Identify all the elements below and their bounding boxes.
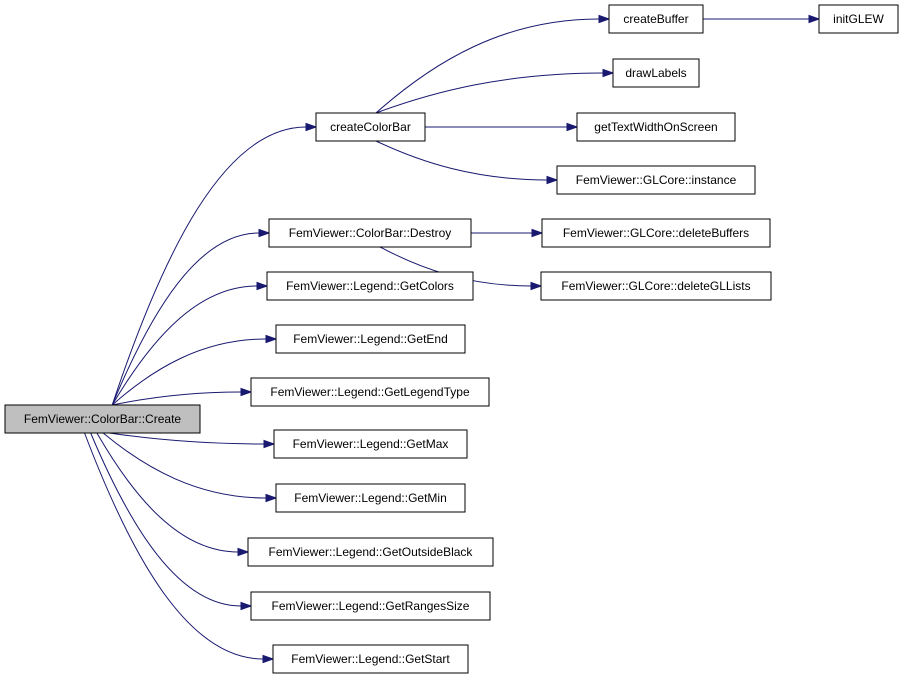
node-label: FemViewer::Legend::GetRangesSize bbox=[272, 599, 470, 613]
edge-create-to-getMax bbox=[109, 432, 276, 449]
arrowhead bbox=[598, 14, 611, 24]
node-label: FemViewer::Legend::GetMin bbox=[294, 491, 447, 505]
node-glcore-delete-gllists[interactable]: FemViewer::GLCore::deleteGLLists bbox=[540, 271, 772, 301]
call-edges bbox=[84, 14, 821, 664]
node-legend-get-colors[interactable]: FemViewer::Legend::GetColors bbox=[266, 271, 474, 301]
node-label: FemViewer::ColorBar::Create bbox=[24, 412, 181, 426]
node-label: FemViewer::ColorBar::Destroy bbox=[289, 226, 452, 240]
arrowhead bbox=[566, 122, 579, 132]
node-init-glew[interactable]: initGLEW bbox=[818, 4, 899, 34]
node-draw-labels[interactable]: drawLabels bbox=[612, 58, 700, 88]
node-legend-get-outside-black[interactable]: FemViewer::Legend::GetOutsideBlack bbox=[247, 537, 494, 567]
node-label: FemViewer::Legend::GetLegendType bbox=[270, 385, 470, 399]
node-label: getTextWidthOnScreen bbox=[594, 120, 717, 134]
edge-createColorBar-to-glcoreInstance bbox=[375, 140, 559, 185]
node-label: FemViewer::GLCore::deleteGLLists bbox=[561, 279, 750, 293]
node-legend-get-ranges-size[interactable]: FemViewer::Legend::GetRangesSize bbox=[250, 591, 491, 621]
node-colorbar-create[interactable]: FemViewer::ColorBar::Create bbox=[4, 404, 201, 434]
arrowhead bbox=[262, 654, 275, 664]
node-label: FemViewer::GLCore::deleteBuffers bbox=[563, 226, 749, 240]
edge-create-to-getOutsideBlack bbox=[96, 432, 250, 557]
edge-create-to-getColors bbox=[111, 281, 269, 406]
node-legend-get-end[interactable]: FemViewer::Legend::GetEnd bbox=[275, 324, 466, 354]
arrowhead bbox=[602, 68, 615, 78]
edge-create-to-getMin bbox=[102, 432, 278, 503]
edge-createColorBar-to-drawLabels bbox=[375, 68, 615, 114]
edge-createColorBar-to-getTextWidthOnScreen bbox=[425, 122, 579, 132]
node-legend-get-min[interactable]: FemViewer::Legend::GetMin bbox=[275, 483, 466, 513]
node-label: FemViewer::Legend::GetStart bbox=[291, 652, 450, 666]
arrowhead bbox=[258, 228, 271, 238]
node-create-buffer[interactable]: createBuffer bbox=[608, 4, 704, 34]
edge-create-to-createColorBar bbox=[111, 122, 318, 406]
edge-destroy-to-deleteBuffers bbox=[471, 228, 544, 238]
edge-create-to-getLegendType bbox=[112, 387, 253, 406]
node-create-color-bar[interactable]: createColorBar bbox=[315, 112, 426, 142]
node-label: FemViewer::Legend::GetMax bbox=[293, 437, 449, 451]
arrowhead bbox=[305, 122, 318, 132]
node-label: createColorBar bbox=[330, 120, 411, 134]
edge-createBuffer-to-initGLEW bbox=[703, 14, 821, 24]
arrowhead bbox=[237, 547, 250, 557]
node-label: initGLEW bbox=[833, 12, 884, 26]
edge-createColorBar-to-createBuffer bbox=[375, 14, 611, 114]
node-label: FemViewer::Legend::GetColors bbox=[286, 279, 454, 293]
node-colorbar-destroy[interactable]: FemViewer::ColorBar::Destroy bbox=[268, 218, 472, 248]
edge-create-to-destroy bbox=[111, 228, 271, 406]
arrowhead bbox=[265, 493, 278, 503]
node-label: FemViewer::Legend::GetEnd bbox=[293, 332, 448, 346]
arrowhead bbox=[240, 387, 253, 397]
node-legend-get-max[interactable]: FemViewer::Legend::GetMax bbox=[273, 429, 468, 459]
arrowhead bbox=[256, 281, 269, 291]
node-legend-get-start[interactable]: FemViewer::Legend::GetStart bbox=[272, 644, 469, 674]
node-label: drawLabels bbox=[625, 66, 686, 80]
arrowhead bbox=[530, 281, 543, 291]
arrowhead bbox=[263, 439, 276, 449]
node-glcore-instance[interactable]: FemViewer::GLCore::instance bbox=[556, 165, 756, 195]
node-glcore-delete-buffers[interactable]: FemViewer::GLCore::deleteBuffers bbox=[541, 218, 771, 248]
node-label: FemViewer::GLCore::instance bbox=[576, 173, 737, 187]
node-legend-get-legend-type[interactable]: FemViewer::Legend::GetLegendType bbox=[250, 377, 490, 407]
arrowhead bbox=[546, 175, 559, 185]
arrowhead bbox=[808, 14, 821, 24]
edge-create-to-getRangesSize bbox=[90, 432, 253, 611]
node-get-text-width-on-screen[interactable]: getTextWidthOnScreen bbox=[576, 112, 736, 142]
node-label: FemViewer::Legend::GetOutsideBlack bbox=[269, 545, 474, 559]
arrowhead bbox=[531, 228, 544, 238]
arrowhead bbox=[240, 601, 253, 611]
node-label: createBuffer bbox=[623, 12, 688, 26]
arrowhead bbox=[265, 334, 278, 344]
edge-create-to-getEnd bbox=[111, 334, 278, 406]
edge-create-to-getStart bbox=[84, 432, 275, 664]
